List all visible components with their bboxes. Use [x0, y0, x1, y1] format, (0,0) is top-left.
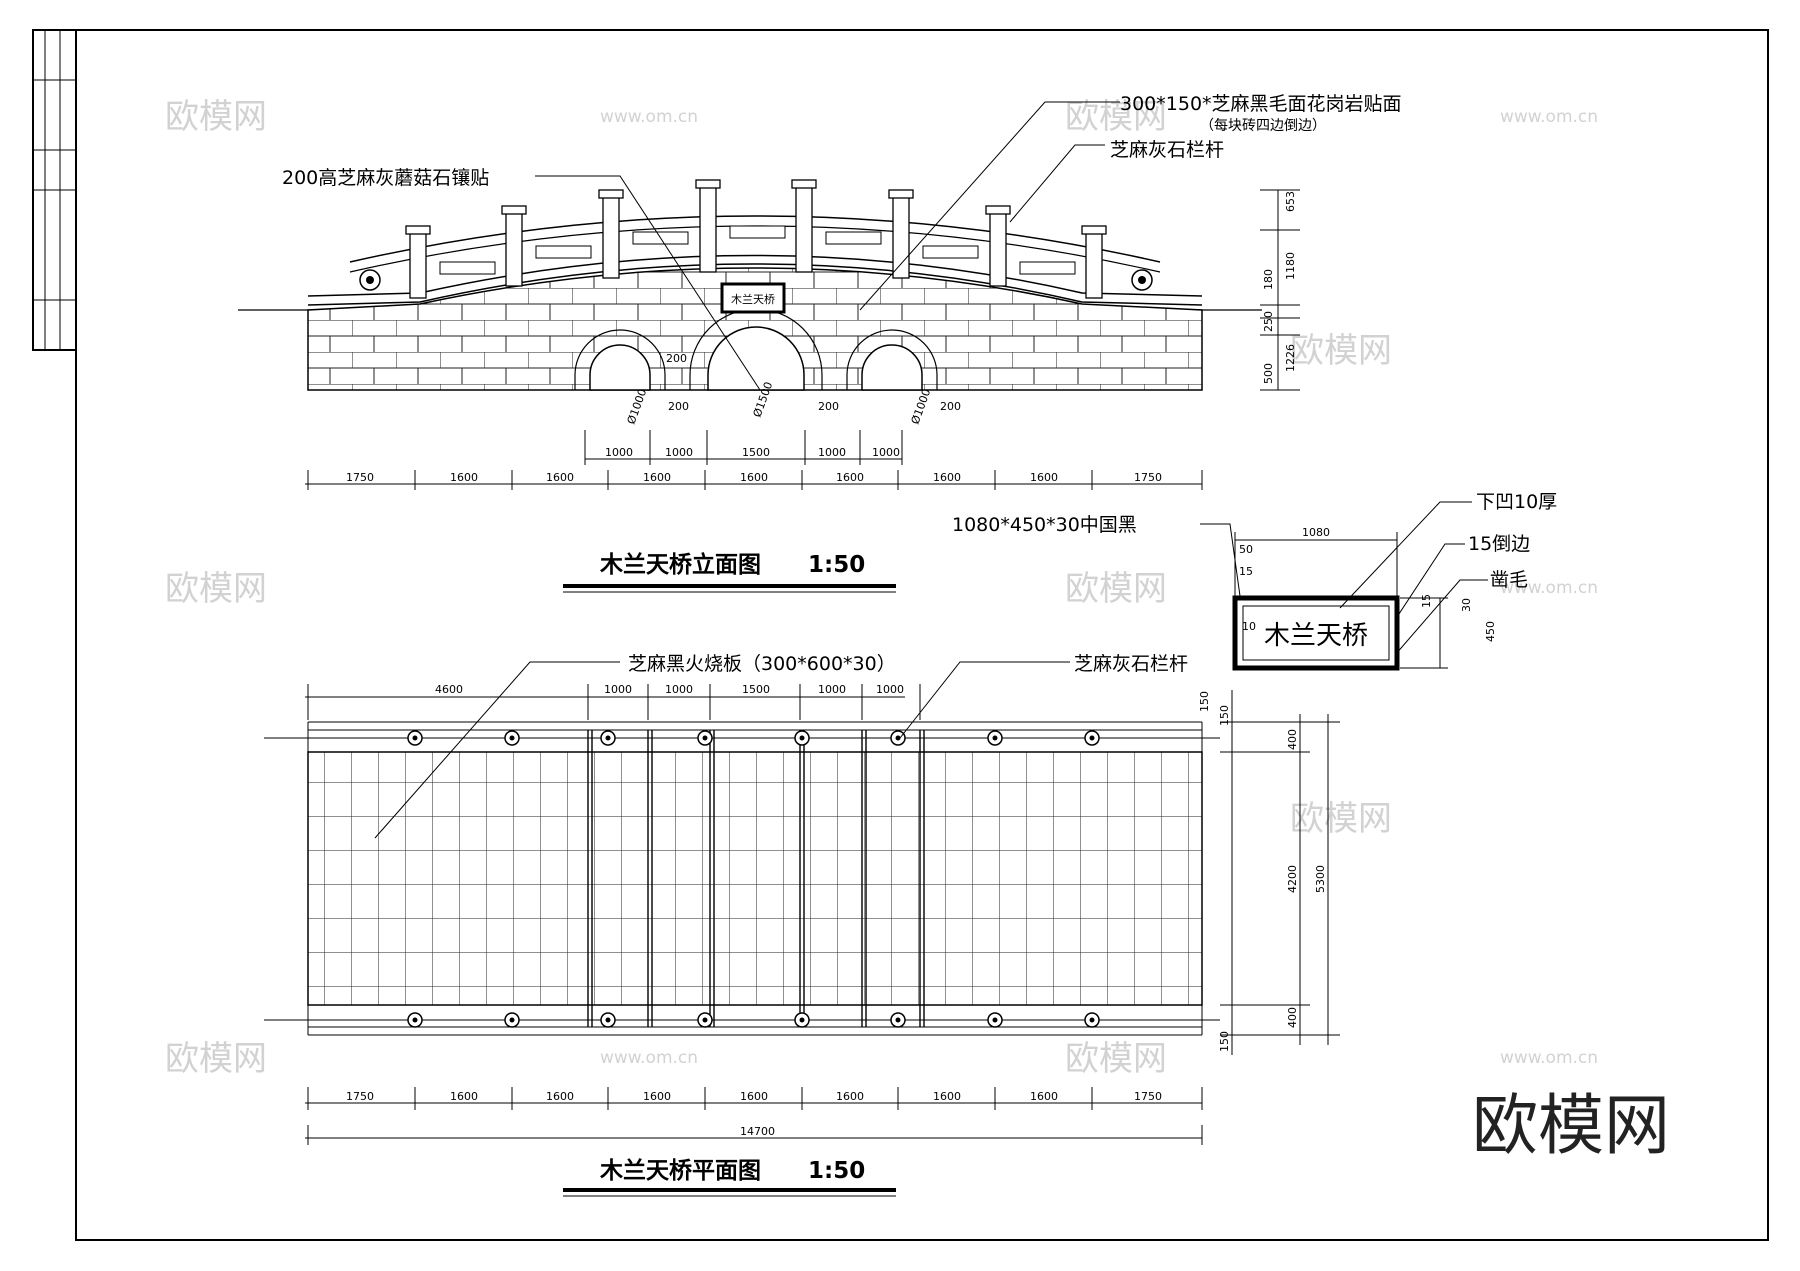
- plaque-label-chamfer: 15倒边: [1468, 533, 1530, 555]
- plan-dim-bottom-2: 1600: [450, 1090, 478, 1103]
- dim-upper-2: 1000: [665, 446, 693, 459]
- svg-text:欧模网: 欧模网: [1290, 799, 1392, 839]
- dim-lower-9: 1750: [1134, 471, 1162, 484]
- svg-text:欧模网: 欧模网: [1290, 331, 1392, 371]
- dim-lower-7: 1600: [933, 471, 961, 484]
- plan-dim-4600: 4600: [435, 683, 463, 696]
- plan-dim-right-150c: 150: [1218, 1031, 1231, 1052]
- plan-dim-total: 14700: [740, 1125, 775, 1138]
- plaque-dim-10: 10: [1242, 620, 1256, 633]
- plaque-detail-text: 木兰天桥: [1264, 621, 1368, 651]
- dim-arch-right: Ø1000: [909, 387, 934, 426]
- plaque-dim-50: 50: [1239, 543, 1253, 556]
- dim-upper-1: 1000: [605, 446, 633, 459]
- dim-upper-4: 1000: [818, 446, 846, 459]
- brand-watermark: 欧模网: [1472, 1087, 1670, 1164]
- plan-dim-right-5300: 5300: [1314, 865, 1327, 893]
- dim-upper-5: 1000: [872, 446, 900, 459]
- plaque-detail: 木兰天桥 1080 50 15 10 15 30 450 1080*450*30…: [952, 491, 1557, 671]
- elevation-plaque: [720, 282, 786, 314]
- elevation-view: 木兰天桥 300*150*芝麻黑毛面花岗岩贴面 （每块砖四边倒边） 芝麻灰石栏杆…: [238, 93, 1402, 593]
- plan-scale: 1:50: [808, 1158, 865, 1184]
- svg-text:www.om.cn: www.om.cn: [1500, 578, 1598, 598]
- plaque-dim-15a: 15: [1239, 565, 1253, 578]
- plaque-dim-1080: 1080: [1302, 526, 1330, 539]
- plan-dim-right-400b: 400: [1286, 1007, 1299, 1028]
- dim-lower-1: 1750: [346, 471, 374, 484]
- dim-upper-3: 1500: [742, 446, 770, 459]
- dim-arch-gap-1: 200: [668, 400, 689, 413]
- plan-dim-top-2: 1000: [604, 683, 632, 696]
- plan-dim-bottom-1: 1750: [346, 1090, 374, 1103]
- plan-label-railing: 芝麻灰石栏杆: [1074, 653, 1188, 675]
- dim-lower-8: 1600: [1030, 471, 1058, 484]
- elevation-scale: 1:50: [808, 552, 865, 578]
- watermarks: 欧模网 www.om.cn 欧模网 www.om.cn 欧模网 欧模网 欧模网 …: [165, 97, 1598, 1079]
- dim-500: 500: [1262, 363, 1275, 384]
- plan-dim-bottom-8: 1600: [1030, 1090, 1058, 1103]
- plaque-label-recess: 下凹10厚: [1476, 491, 1557, 513]
- dim-250: 250: [1262, 311, 1275, 332]
- plan-dim-top-5: 1000: [818, 683, 846, 696]
- dim-1226: 1226: [1284, 344, 1297, 372]
- svg-text:www.om.cn: www.om.cn: [1500, 107, 1598, 127]
- svg-text:欧模网: 欧模网: [1065, 569, 1167, 609]
- plan-dim-bottom-7: 1600: [933, 1090, 961, 1103]
- elevation-title: 木兰天桥立面图: [599, 551, 761, 578]
- plan-dim-right-400a: 400: [1286, 729, 1299, 750]
- svg-text:欧模网: 欧模网: [1065, 97, 1167, 137]
- svg-text:www.om.cn: www.om.cn: [1500, 1048, 1598, 1068]
- svg-text:欧模网: 欧模网: [165, 1039, 267, 1079]
- plan-dim-right-150a: 150: [1198, 691, 1211, 712]
- plaque-label-stone: 1080*450*30中国黑: [952, 514, 1137, 536]
- dim-lower-2: 1600: [450, 471, 478, 484]
- label-granite-facing: 300*150*芝麻黑毛面花岗岩贴面: [1120, 93, 1402, 115]
- plan-dim-right-150b: 150: [1218, 705, 1231, 726]
- dim-lower-3: 1600: [546, 471, 574, 484]
- dim-653: 653: [1284, 191, 1297, 212]
- svg-text:www.om.cn: www.om.cn: [600, 1048, 698, 1068]
- dim-180: 180: [1262, 269, 1275, 290]
- plaque-dim-15b: 15: [1420, 594, 1433, 608]
- label-mushroom-stone: 200高芝麻灰蘑菇石镶贴: [282, 167, 489, 189]
- label-railing: 芝麻灰石栏杆: [1110, 139, 1224, 161]
- plaque-label-chiseled: 凿毛: [1490, 569, 1528, 591]
- dim-lower-5: 1600: [740, 471, 768, 484]
- dim-lower-6: 1600: [836, 471, 864, 484]
- plan-dim-bottom-3: 1600: [546, 1090, 574, 1103]
- dim-arch-gap-2: 200: [818, 400, 839, 413]
- dim-arch-ring: 200: [666, 352, 687, 365]
- plan-dim-top-6: 1000: [876, 683, 904, 696]
- dim-arch-gap-3: 200: [940, 400, 961, 413]
- plan-dim-top-3: 1000: [665, 683, 693, 696]
- elevation-plaque-text: 木兰天桥: [731, 293, 775, 306]
- dim-arch-left: Ø1000: [625, 387, 650, 426]
- svg-text:欧模网: 欧模网: [165, 569, 267, 609]
- plan-dim-top-4: 1500: [742, 683, 770, 696]
- plaque-dim-30: 30: [1460, 598, 1473, 612]
- svg-text:www.om.cn: www.om.cn: [600, 107, 698, 127]
- plan-dim-bottom-9: 1750: [1134, 1090, 1162, 1103]
- plaque-dim-450: 450: [1484, 621, 1497, 642]
- plan-title: 木兰天桥平面图: [599, 1157, 761, 1184]
- sheet-border: [75, 29, 1769, 1241]
- plan-label-flamed-board: 芝麻黑火烧板（300*600*30）: [628, 653, 896, 675]
- svg-text:欧模网: 欧模网: [165, 97, 267, 137]
- plan-dim-bottom-4: 1600: [643, 1090, 671, 1103]
- label-granite-note: （每块砖四边倒边）: [1200, 118, 1326, 134]
- svg-text:欧模网: 欧模网: [1065, 1039, 1167, 1079]
- plan-dim-bottom-6: 1600: [836, 1090, 864, 1103]
- dim-1180: 1180: [1284, 252, 1297, 280]
- plan-view: 芝麻黑火烧板（300*600*30） 芝麻灰石栏杆 4600 1000 1000…: [264, 653, 1340, 1197]
- plan-dim-right-4200: 4200: [1286, 865, 1299, 893]
- plan-dim-bottom-5: 1600: [740, 1090, 768, 1103]
- dim-lower-4: 1600: [643, 471, 671, 484]
